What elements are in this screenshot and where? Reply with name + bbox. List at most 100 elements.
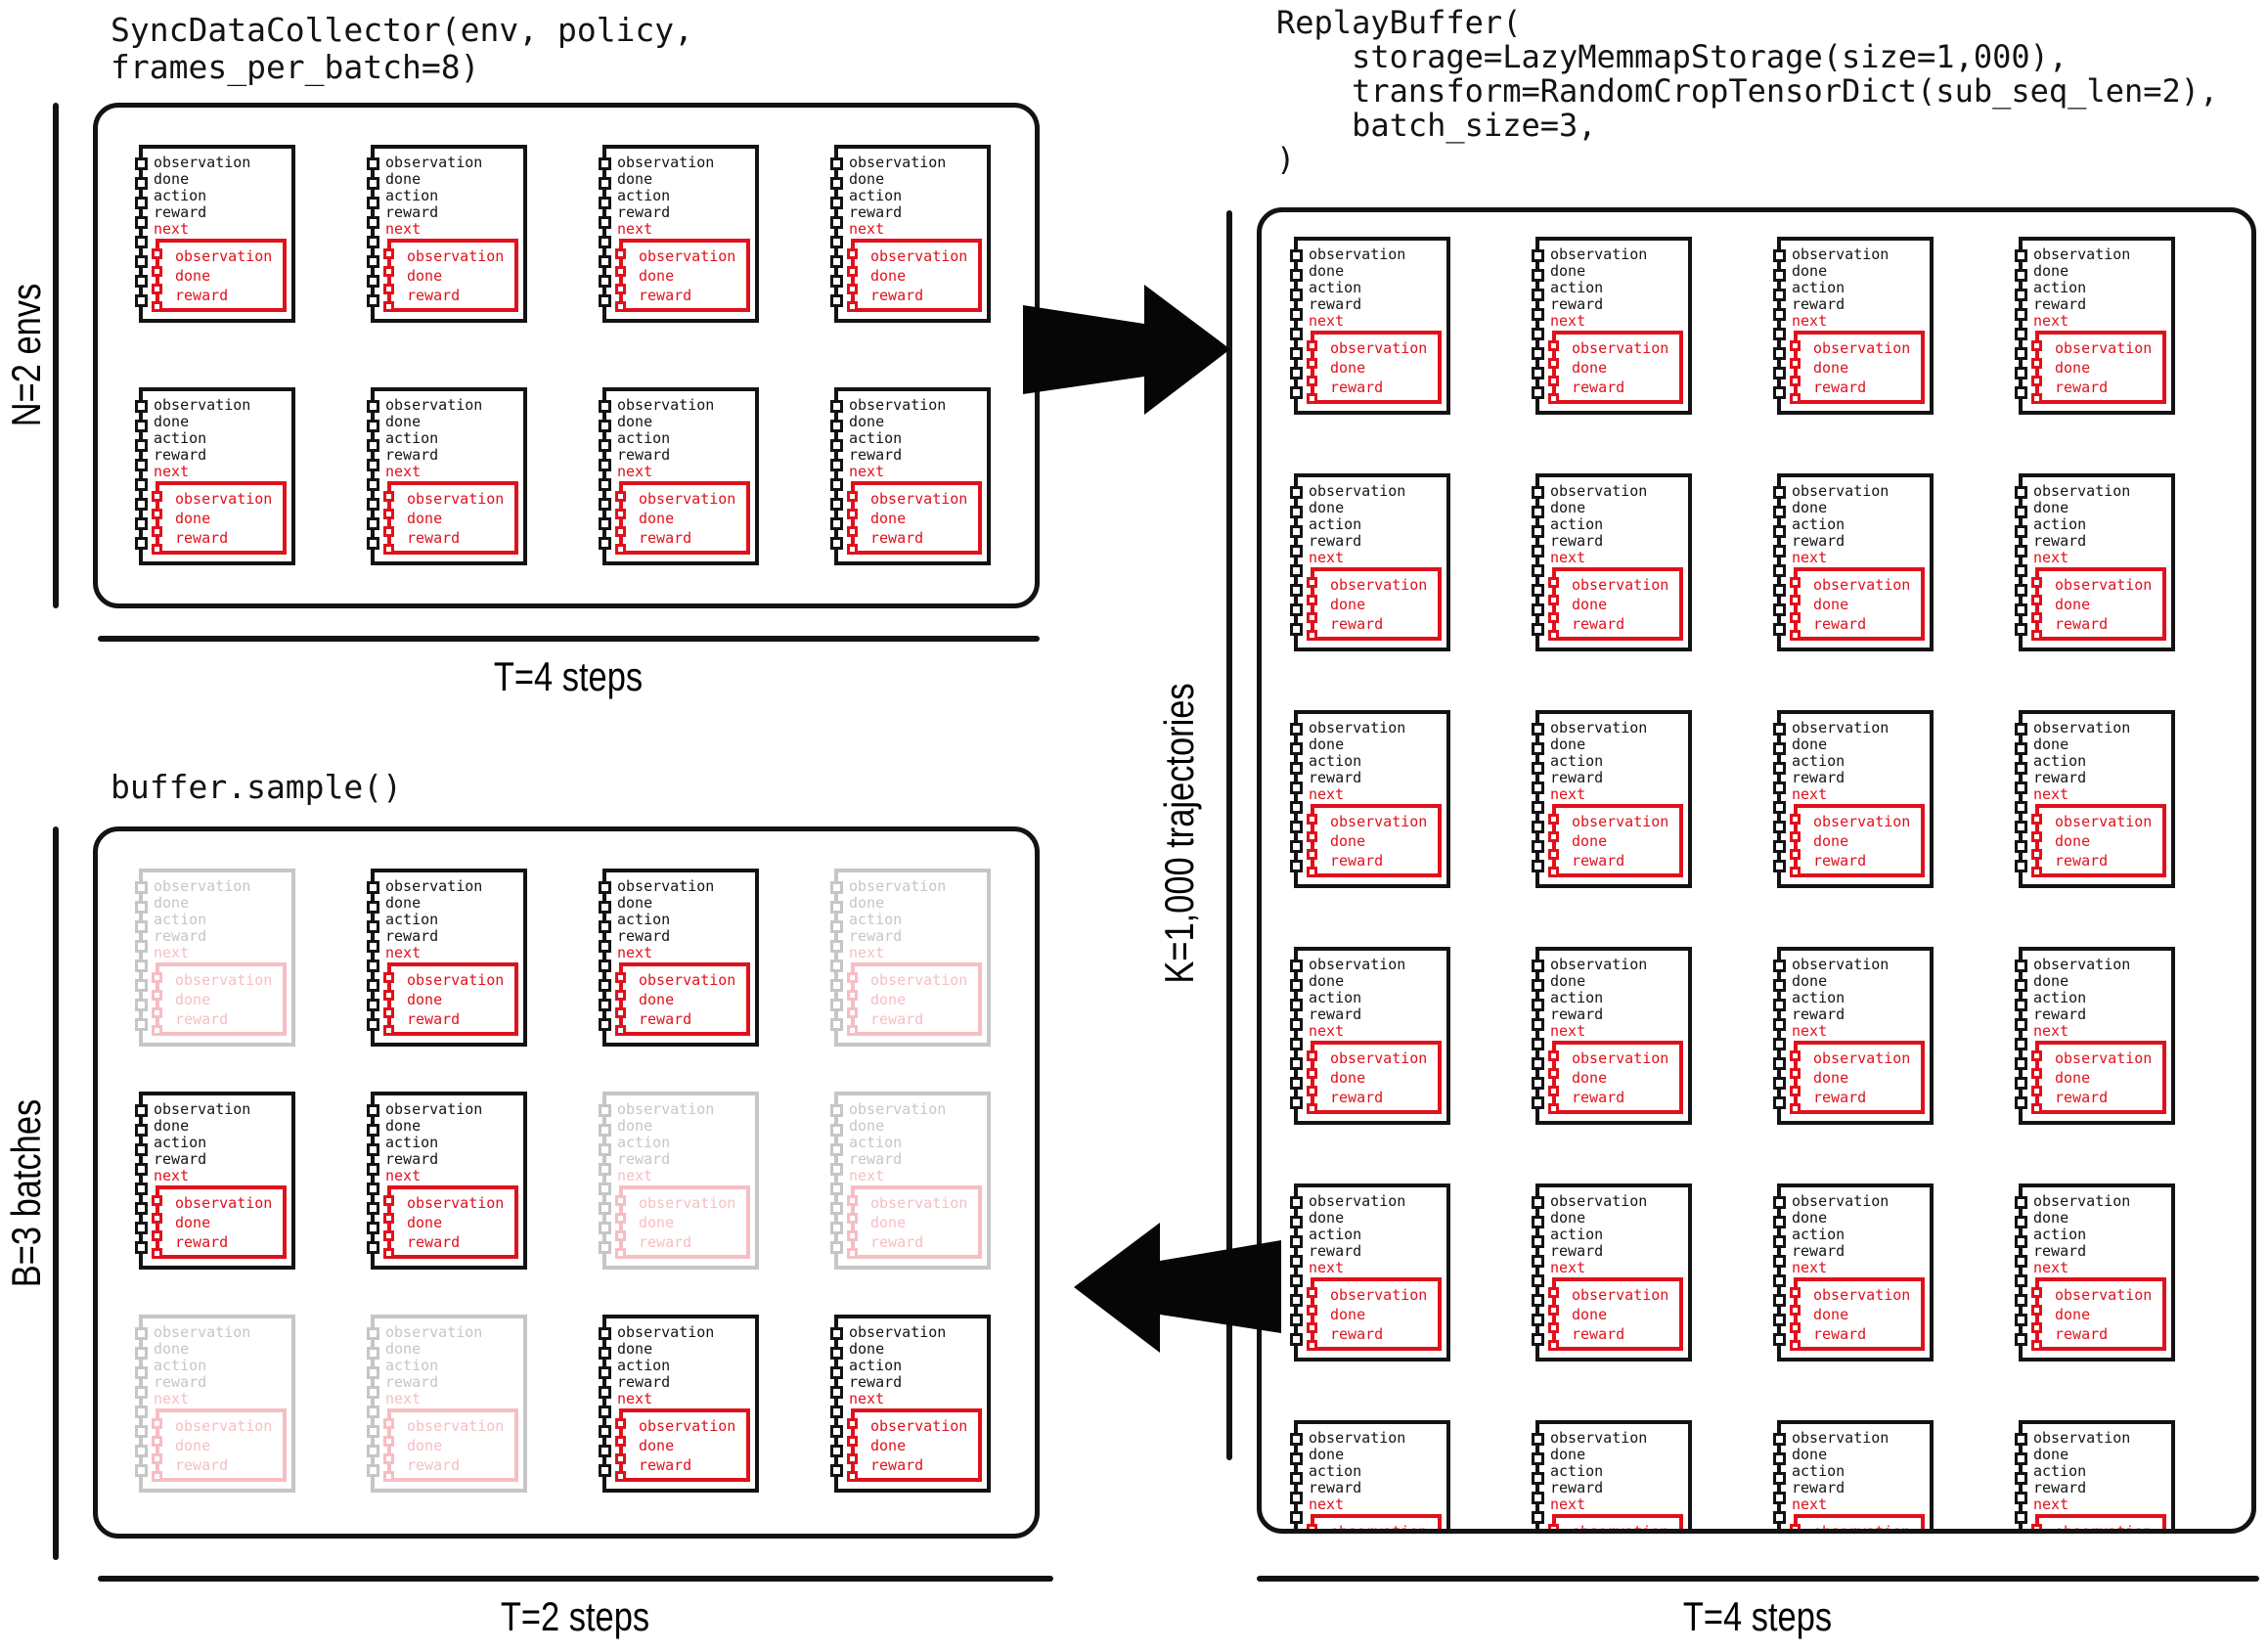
td-key: observation <box>2033 1429 2131 1447</box>
ring-icon <box>847 301 858 312</box>
td-key: observation <box>154 396 251 414</box>
td-key: done <box>2033 262 2069 280</box>
binder-rings <box>1773 1196 1786 1346</box>
ring-icon <box>830 400 843 413</box>
td-nested-key: done <box>870 510 907 527</box>
ring-icon <box>1290 623 1303 636</box>
td-key-next: next <box>2033 1259 2069 1276</box>
ring-icon <box>1548 630 1559 641</box>
ring-icon <box>1548 1305 1559 1316</box>
ring-icon <box>1773 840 1786 853</box>
binder-rings <box>830 1104 843 1254</box>
ring-icon <box>1532 1096 1544 1109</box>
td-key: action <box>617 429 671 447</box>
td-key: action <box>849 429 903 447</box>
ring-icon <box>2031 1322 2042 1333</box>
td-key: reward <box>617 446 671 464</box>
td-nested-key: done <box>2055 1069 2091 1087</box>
ring-icon <box>1773 801 1786 814</box>
td-nested-key: done <box>870 1214 907 1231</box>
td-key: action <box>2033 1462 2087 1480</box>
td-nested-key: observation <box>407 1417 505 1435</box>
ring-icon <box>1790 867 1801 877</box>
td-key: reward <box>1309 769 1362 786</box>
ring-icon <box>2015 723 2027 736</box>
ring-icon <box>2015 979 2027 992</box>
ring-icon <box>1307 849 1317 860</box>
td-key: observation <box>617 877 715 895</box>
td-nested-key: observation <box>870 490 968 508</box>
ring-icon <box>367 1406 379 1418</box>
nested-binder-rings <box>847 972 858 1036</box>
ring-icon <box>1790 358 1801 369</box>
ring-icon <box>615 1007 626 1018</box>
nested-binder-rings <box>2031 340 2042 404</box>
ring-icon <box>599 439 611 452</box>
td-nested-key: done <box>175 1214 211 1231</box>
ring-icon <box>367 1163 379 1176</box>
trajectories-axis-label: K=1,000 trajectories <box>1156 683 1202 984</box>
ring-icon <box>599 1366 611 1379</box>
ring-icon <box>1773 1452 1786 1465</box>
ring-icon <box>2031 1068 2042 1079</box>
ring-icon <box>152 544 162 555</box>
ring-icon <box>1548 358 1559 369</box>
ring-icon <box>367 1327 379 1340</box>
nested-binder-rings <box>1548 814 1559 877</box>
td-nested-key: done <box>407 991 443 1008</box>
td-key: done <box>1550 972 1586 990</box>
ring-icon <box>1773 1018 1786 1031</box>
ring-icon <box>1290 1274 1303 1287</box>
ring-icon <box>830 1124 843 1137</box>
td-nested-key: observation <box>1813 1286 1911 1304</box>
ring-icon <box>2015 781 2027 794</box>
nested-binder-rings <box>383 491 394 555</box>
td-key: action <box>385 429 439 447</box>
nested-binder-rings <box>2031 1050 2042 1114</box>
td-key: action <box>1309 515 1362 533</box>
td-key: action <box>2033 752 2087 770</box>
td-nested-key: reward <box>1572 1089 1625 1106</box>
td-key: observation <box>385 1323 483 1341</box>
td-key: action <box>1792 752 1846 770</box>
ring-icon <box>1290 723 1303 736</box>
td-key: observation <box>385 154 483 171</box>
ring-icon <box>830 478 843 491</box>
binder-rings <box>1532 249 1544 399</box>
ring-icon <box>1290 742 1303 755</box>
ring-icon <box>1532 1452 1544 1465</box>
ring-icon <box>1790 595 1801 605</box>
ring-icon <box>135 1425 148 1438</box>
ring-icon <box>1773 1531 1786 1534</box>
ring-icon <box>383 544 394 555</box>
td-key-next: next <box>1550 1022 1586 1040</box>
ring-icon <box>2015 506 2027 518</box>
ring-icon <box>1290 486 1303 499</box>
ring-icon <box>2015 1294 2027 1307</box>
ring-icon <box>367 498 379 511</box>
ring-icon <box>383 526 394 537</box>
td-nested-key: observation <box>639 971 736 989</box>
ring-icon <box>1773 564 1786 577</box>
ring-icon <box>383 1195 394 1206</box>
td-nested-key: reward <box>175 1010 229 1028</box>
